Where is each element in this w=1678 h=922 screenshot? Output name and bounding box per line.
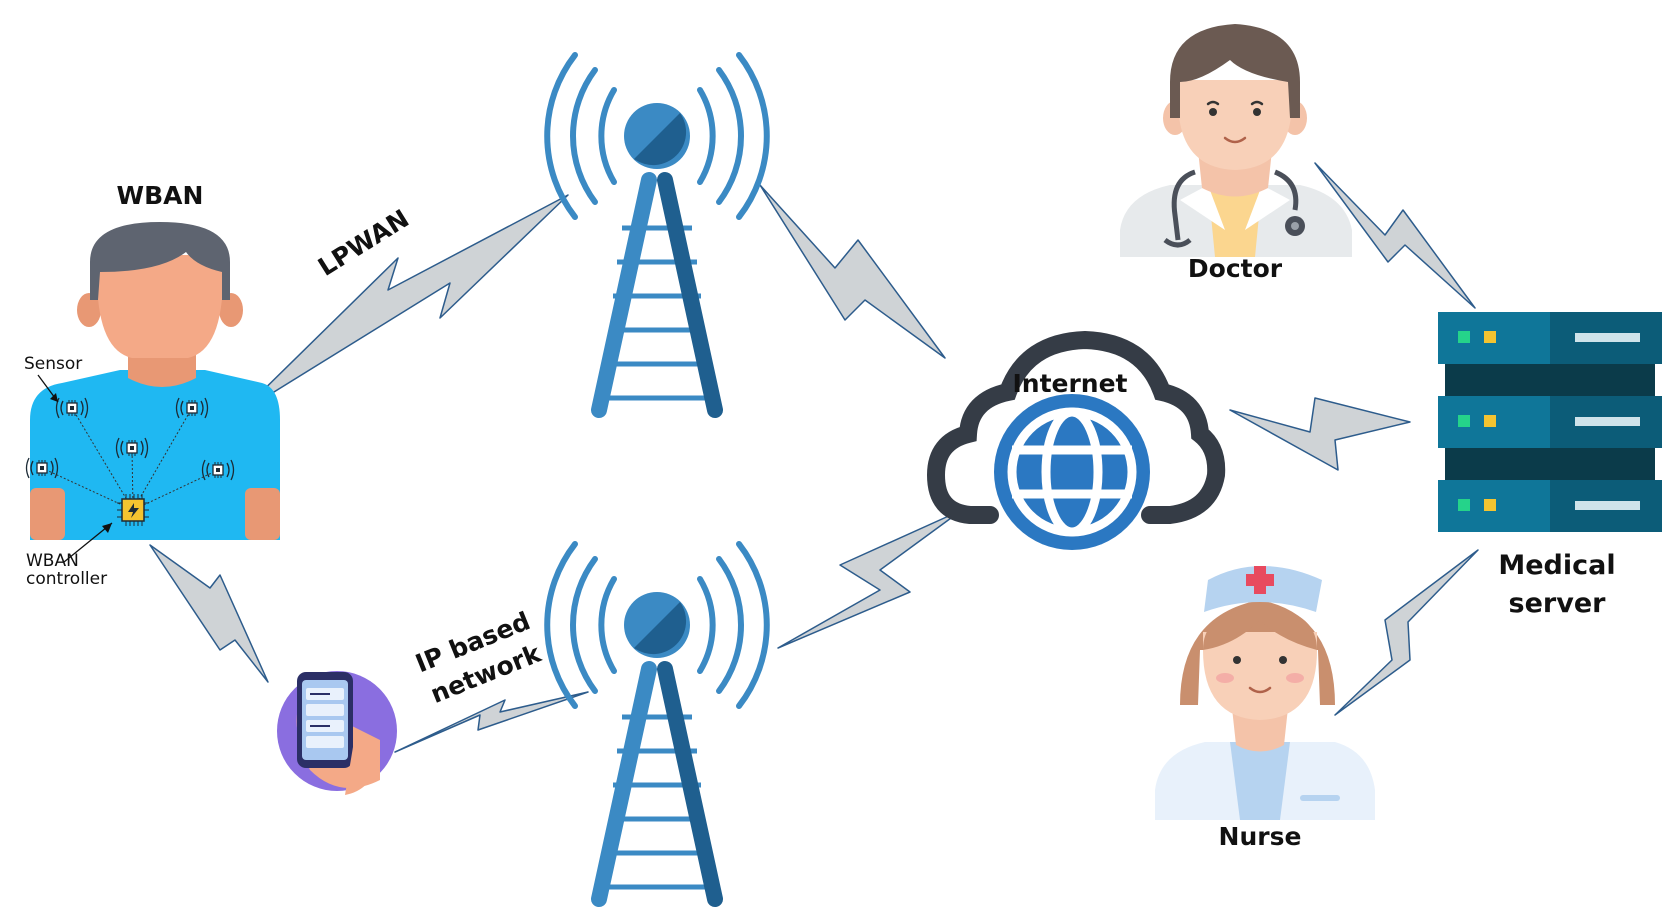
link-server-to-nurse bbox=[1334, 549, 1479, 716]
controller-chip-icon bbox=[117, 494, 149, 526]
link-wban-to-phone bbox=[149, 544, 269, 683]
lightning-link-icon bbox=[759, 184, 946, 359]
server-unit bbox=[1438, 480, 1662, 532]
wban-label: WBAN bbox=[117, 181, 204, 210]
doctor-icon bbox=[1120, 24, 1352, 257]
smartphone-icon bbox=[277, 671, 397, 795]
lightning-link-icon bbox=[394, 691, 589, 753]
wban-controller-label-line1: WBAN bbox=[26, 551, 79, 571]
link-internet-to-server bbox=[1229, 397, 1411, 471]
hair bbox=[90, 222, 230, 300]
nurse-icon bbox=[1155, 566, 1375, 820]
cell-tower-icon bbox=[544, 541, 770, 907]
left-arm bbox=[30, 488, 65, 540]
nurse-label: Nurse bbox=[1219, 822, 1302, 851]
link-phone-to-tower-bottom bbox=[394, 691, 589, 753]
medical-server-label-line1: Medical bbox=[1498, 550, 1615, 581]
sensor-network bbox=[25, 397, 235, 526]
lightning-link-icon bbox=[239, 194, 569, 414]
server-unit bbox=[1438, 312, 1662, 364]
right-arm bbox=[245, 488, 280, 540]
wban-person bbox=[25, 222, 280, 563]
globe-icon bbox=[994, 394, 1150, 550]
cell-tower-icon bbox=[544, 52, 770, 418]
medical-server-label-line2: server bbox=[1509, 588, 1607, 619]
lightning-link-icon bbox=[1314, 162, 1476, 309]
server-unit bbox=[1438, 396, 1662, 448]
lightning-link-icon bbox=[1334, 549, 1479, 716]
lightning-link-icon bbox=[1229, 397, 1411, 471]
link-tower-top-to-internet bbox=[759, 184, 946, 359]
link-wban-to-tower-top bbox=[239, 194, 569, 414]
ip-network-label: IP based network bbox=[411, 606, 546, 709]
lightning-link-icon bbox=[149, 544, 269, 683]
sensor-label: Sensor bbox=[24, 354, 82, 374]
lightning-link-icon bbox=[777, 509, 963, 649]
left-ear bbox=[77, 293, 101, 327]
wban-controller-label-line2: controller bbox=[26, 569, 107, 589]
lpwan-label: LPWAN bbox=[313, 204, 414, 282]
cloud-icon bbox=[926, 330, 1226, 524]
link-tower-bottom-to-internet bbox=[777, 509, 963, 649]
internet-label: Internet bbox=[1012, 369, 1127, 398]
shirt bbox=[30, 370, 280, 540]
server-icon bbox=[1438, 312, 1662, 532]
link-doctor-to-server bbox=[1314, 162, 1476, 309]
doctor-label: Doctor bbox=[1188, 254, 1283, 283]
face bbox=[97, 255, 223, 358]
right-ear bbox=[219, 293, 243, 327]
